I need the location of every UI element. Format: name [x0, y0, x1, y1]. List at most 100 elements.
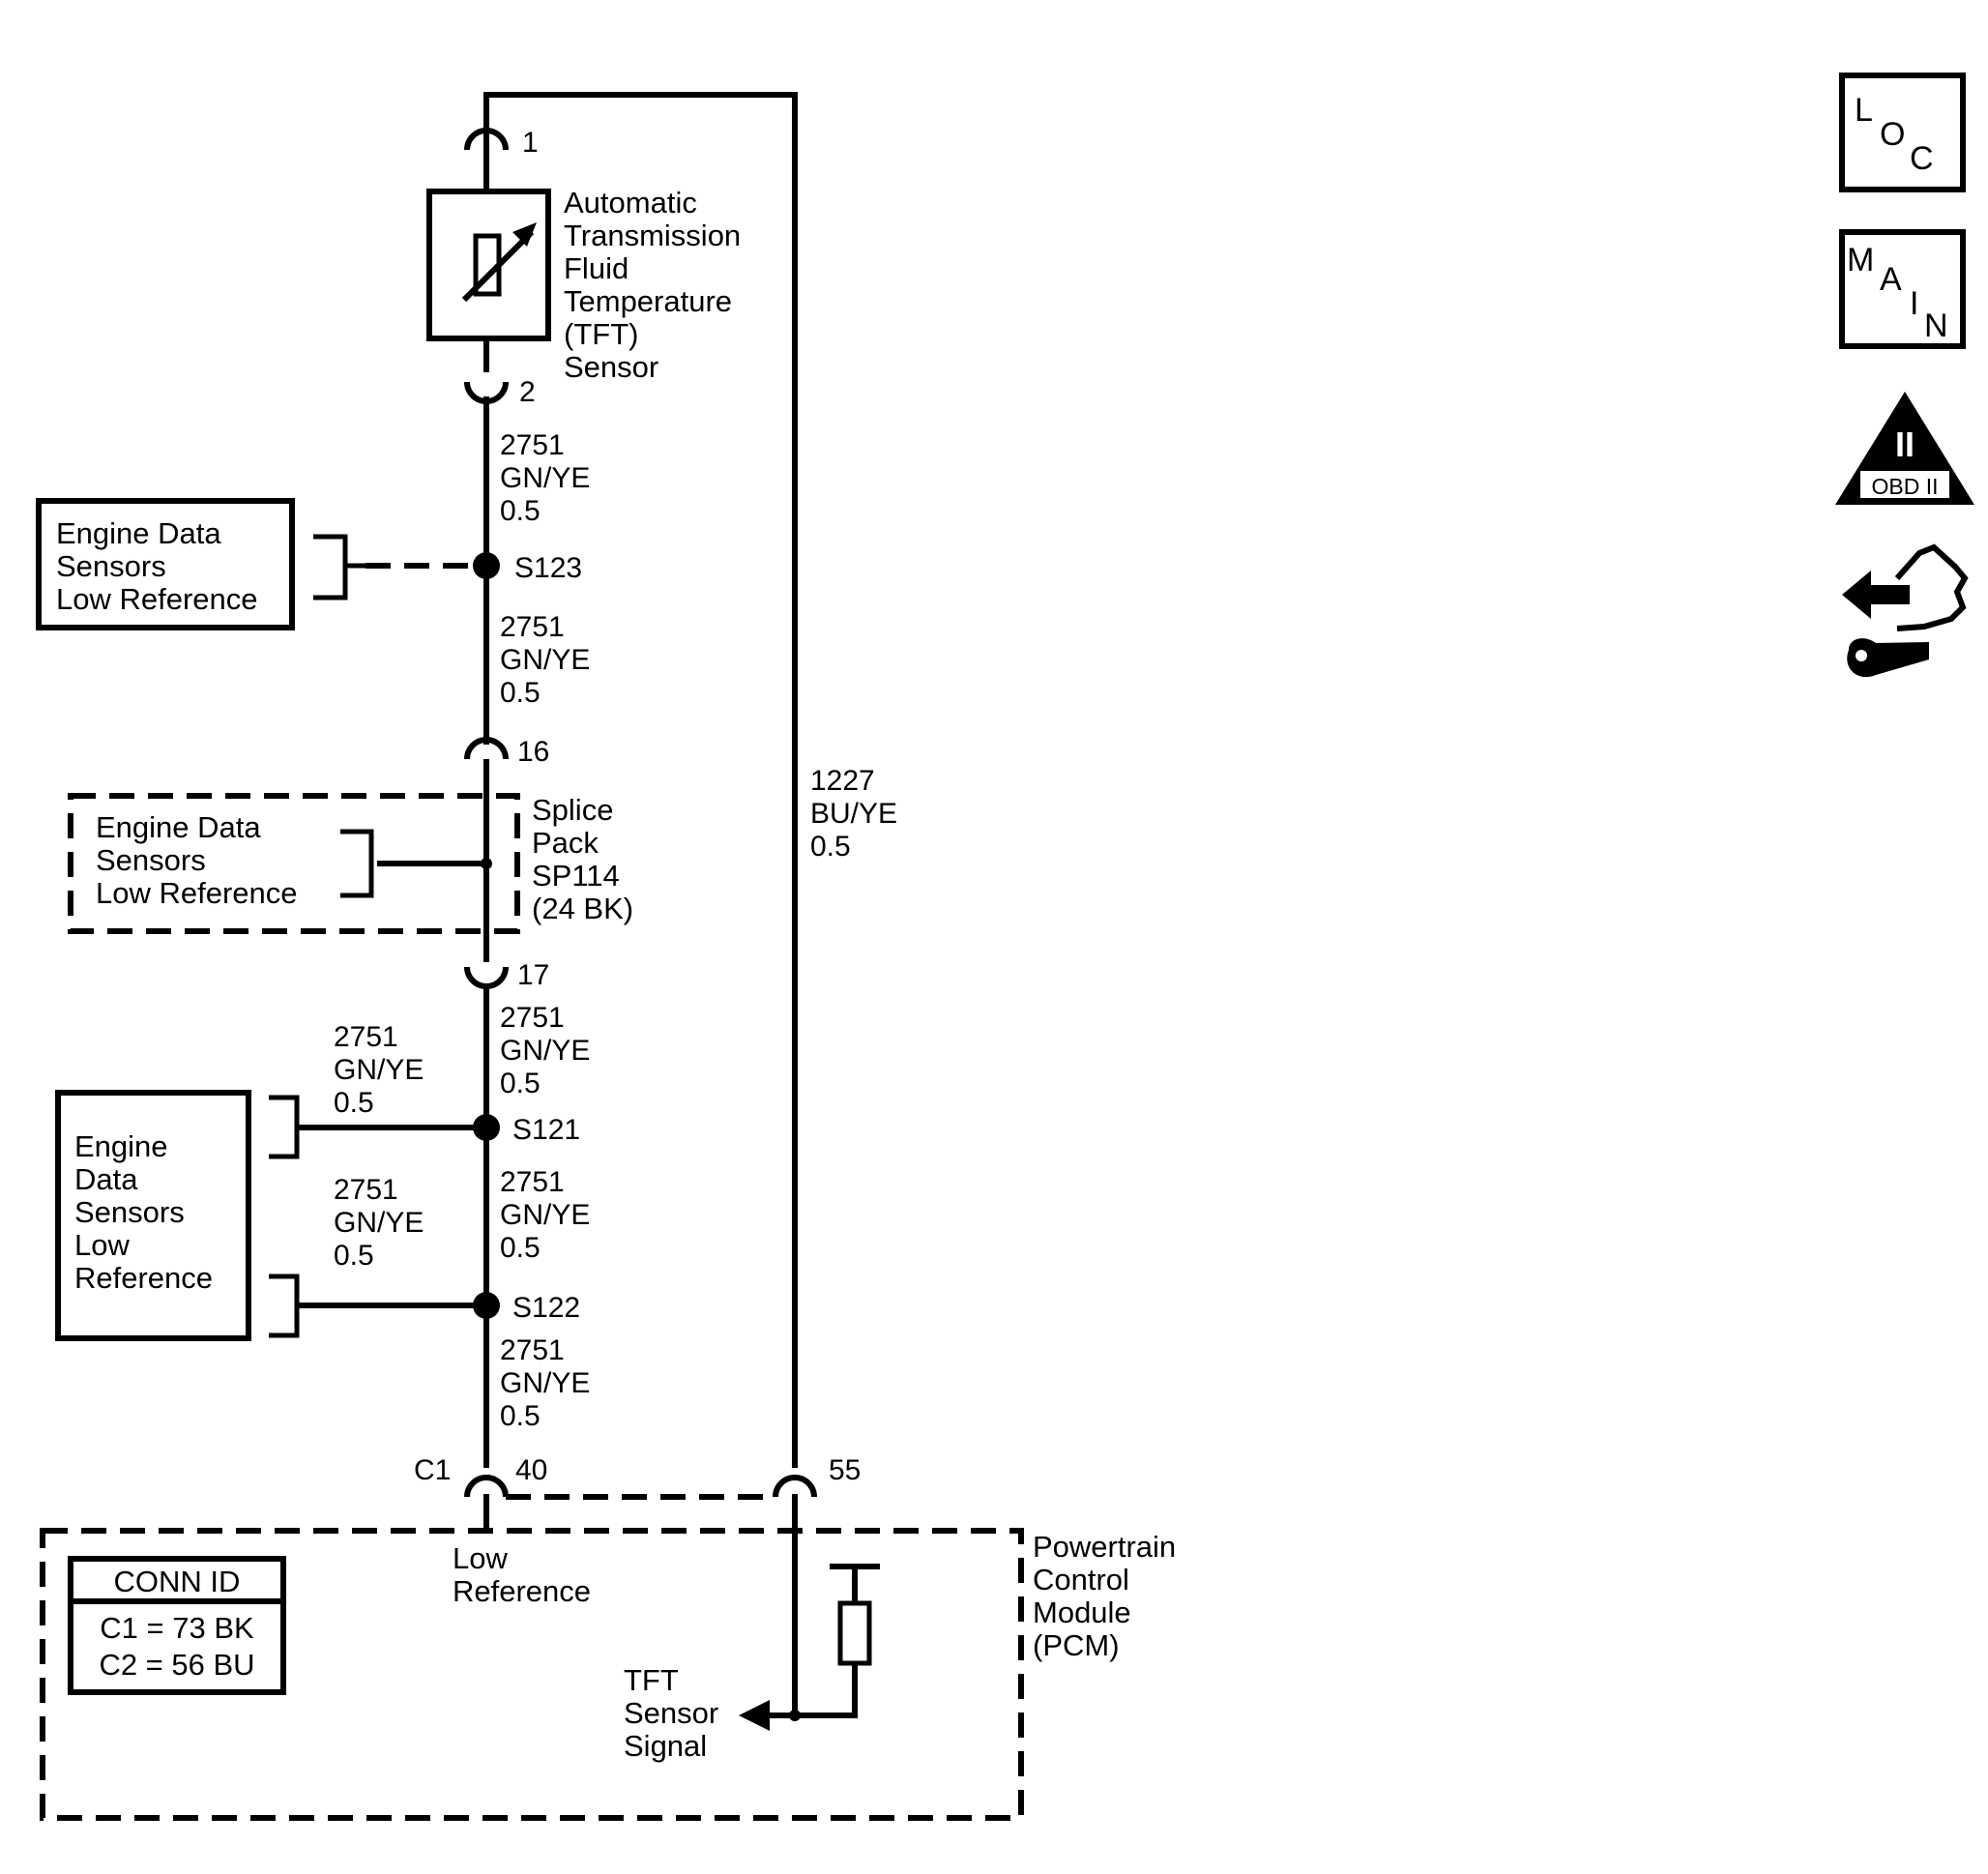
svg-text:2751: 2751 [334, 1021, 398, 1053]
conn-id-title: CONN ID [114, 1565, 241, 1598]
svg-text:(TFT): (TFT) [564, 317, 638, 351]
svg-text:0.5: 0.5 [334, 1240, 374, 1272]
pcm-pin-55: 55 [829, 1454, 861, 1486]
conn-id-row-2: C2 = 56 BU [99, 1648, 254, 1682]
svg-text:GN/YE: GN/YE [500, 644, 590, 676]
svg-text:TFT: TFT [624, 1663, 679, 1697]
pcm-label: Powertrain Control Module (PCM) [1033, 1530, 1176, 1662]
main-icon: M [1847, 242, 1874, 278]
pull-up-resistor [795, 1564, 880, 1718]
pcm-pin-55-connector [773, 1475, 817, 1498]
signal-wire-label: 1227 BU/YE 0.5 [810, 765, 897, 863]
svg-text:0.5: 0.5 [500, 1400, 541, 1432]
sensor-pin-1: 1 [522, 127, 539, 159]
main-button[interactable]: M A I N [1839, 229, 1966, 349]
pcm-connector-label: C1 [414, 1454, 451, 1486]
svg-text:Transmission: Transmission [564, 219, 741, 252]
svg-text:C: C [1910, 140, 1934, 177]
wire-label-6: 2751 GN/YE 0.5 [334, 1174, 424, 1272]
splice-s122-label: S122 [512, 1292, 580, 1324]
engine-data-box-1 [36, 498, 295, 630]
svg-text:2751: 2751 [500, 1002, 565, 1034]
engine-data-box-3 [55, 1090, 251, 1341]
svg-text:2751: 2751 [334, 1174, 398, 1206]
low-reference-label: Low Reference [453, 1541, 591, 1608]
sensor-label: Automatic Transmission Fluid Temperature… [564, 186, 741, 384]
sensor-pin-2: 2 [519, 376, 536, 408]
svg-text:Automatic: Automatic [564, 186, 697, 220]
conn-id-row-1: C1 = 73 BK [100, 1611, 254, 1645]
location-icon: L [1855, 92, 1873, 129]
svg-text:2751: 2751 [500, 1166, 565, 1198]
wire-label-1: 2751 GN/YE 0.5 [500, 429, 590, 527]
loc-button[interactable]: L O C [1839, 73, 1966, 192]
splice-s123-dot [473, 552, 500, 579]
svg-text:BU/YE: BU/YE [810, 798, 897, 830]
svg-text:Control: Control [1033, 1563, 1129, 1596]
svg-text:Low: Low [453, 1541, 508, 1575]
svg-text:A: A [1880, 261, 1902, 298]
obd-ii-label: OBD II [1871, 474, 1938, 499]
pcm-outline [40, 1528, 1024, 1821]
svg-text:0.5: 0.5 [500, 495, 541, 527]
pcm-pin-40-connector [464, 1475, 509, 1498]
svg-text:Reference: Reference [453, 1574, 591, 1608]
splice-pack-pin-17: 17 [517, 959, 549, 991]
svg-text:GN/YE: GN/YE [500, 1035, 590, 1067]
svg-text:N: N [1924, 307, 1948, 344]
tft-sensor [426, 128, 551, 404]
svg-text:Temperature: Temperature [564, 284, 732, 318]
engine-data-box-1-line-1: Engine Data [56, 516, 221, 550]
svg-text:0.5: 0.5 [810, 831, 851, 863]
engine-data-box-2-line-3: Low Reference [96, 876, 298, 910]
svg-text:Signal: Signal [624, 1729, 707, 1763]
svg-text:1227: 1227 [810, 765, 875, 797]
wire-label-5: 2751 GN/YE 0.5 [500, 1166, 590, 1264]
splice-pack-pin-16: 16 [517, 736, 549, 768]
wire-label-7: 2751 GN/YE 0.5 [500, 1334, 590, 1432]
svg-text:Module: Module [1033, 1596, 1131, 1629]
svg-text:O: O [1880, 116, 1905, 153]
engine-data-box-1-line-3: Low Reference [56, 582, 258, 616]
svg-text:Fluid: Fluid [564, 251, 629, 285]
svg-text:Sensor: Sensor [624, 1696, 718, 1730]
svg-text:Powertrain: Powertrain [1033, 1530, 1176, 1564]
s121-bracket [269, 1095, 300, 1159]
conn-id-box: CONN ID C1 = 73 BK C2 = 56 BU [68, 1556, 286, 1695]
engine-data-box-3-line-1: Engine [74, 1129, 168, 1163]
svg-text:2751: 2751 [500, 1334, 565, 1366]
repair-hand-wrench-icon [1842, 543, 1969, 678]
engine-data-box-3-line-3: Sensors [74, 1195, 185, 1229]
splice-pack-label: Splice Pack SP114 (24 BK) [532, 793, 633, 925]
splice-s122-dot [473, 1292, 500, 1319]
obd-ii-button[interactable]: II OBD II [1835, 392, 1974, 505]
engine-data-box-3-line-4: Low [74, 1228, 130, 1262]
svg-text:0.5: 0.5 [334, 1087, 374, 1119]
svg-text:GN/YE: GN/YE [500, 1367, 590, 1399]
svg-text:2751: 2751 [500, 429, 565, 461]
svg-text:2751: 2751 [500, 611, 565, 643]
engine-data-box-3-line-5: Reference [74, 1261, 213, 1295]
svg-text:Sensor: Sensor [564, 350, 658, 384]
s123-bracket [313, 534, 348, 600]
splice-pack-pin-17-connector [464, 966, 509, 989]
engine-data-box-2-line-2: Sensors [96, 843, 206, 877]
splice-s121-dot [473, 1114, 500, 1141]
svg-text:SP114: SP114 [532, 859, 620, 893]
svg-text:II: II [1895, 425, 1915, 464]
wire-label-4: 2751 GN/YE 0.5 [334, 1021, 424, 1119]
svg-text:0.5: 0.5 [500, 1068, 541, 1099]
pcm-pin-40: 40 [515, 1454, 547, 1486]
splice-s123-label: S123 [514, 552, 582, 584]
engine-data-box-3-line-2: Data [74, 1162, 138, 1196]
splice-pack-pin-16-connector [464, 737, 509, 760]
tft-signal-label: TFT Sensor Signal [624, 1663, 718, 1763]
repair-button[interactable] [1842, 543, 1969, 678]
wire-label-3: 2751 GN/YE 0.5 [500, 1002, 590, 1099]
svg-text:GN/YE: GN/YE [500, 1199, 590, 1231]
svg-text:0.5: 0.5 [500, 1232, 541, 1264]
splice-pack-bracket [340, 829, 374, 898]
s122-bracket [269, 1274, 300, 1338]
svg-text:GN/YE: GN/YE [500, 462, 590, 494]
